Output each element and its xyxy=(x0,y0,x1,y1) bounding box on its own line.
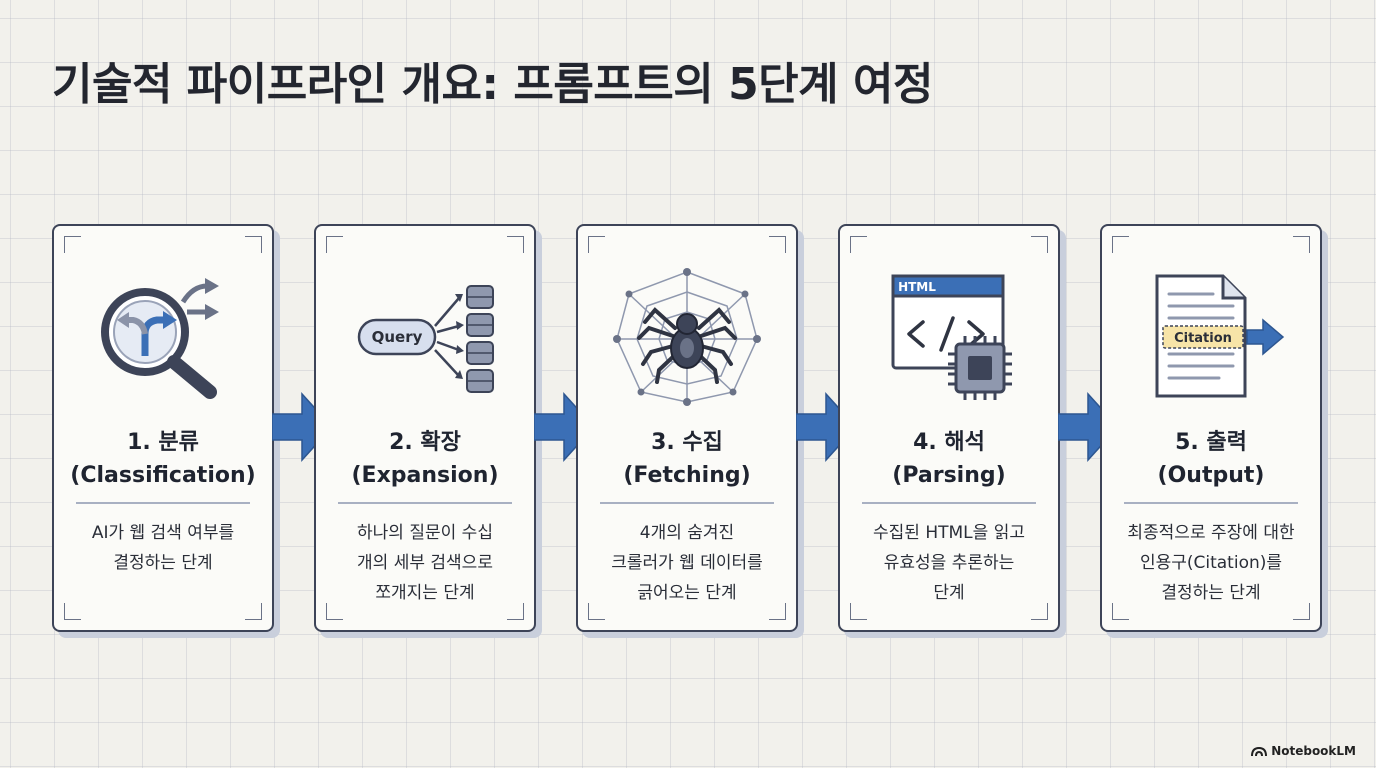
corner-mark xyxy=(64,603,81,620)
step-english-label: (Parsing) xyxy=(892,463,1006,488)
step-english-label: (Expansion) xyxy=(351,463,499,488)
corner-mark xyxy=(769,236,786,253)
corner-mark xyxy=(588,603,605,620)
query-fanout-icon: Query xyxy=(337,264,513,414)
desc-line: 단계 xyxy=(933,583,965,603)
step-number-label: 1. 분류 xyxy=(127,430,199,455)
step-description: 하나의 질문이 수십 개의 세부 검색으로 쪼개지는 단계 xyxy=(330,518,520,608)
desc-line: 4개의 숨겨진 xyxy=(639,523,735,543)
html-label: HTML xyxy=(898,280,936,294)
corner-mark xyxy=(245,236,262,253)
step-card-fetching: 3. 수집 (Fetching) 4개의 숨겨진 크롤러가 웹 데이터를 긁어오… xyxy=(576,224,798,632)
divider xyxy=(76,502,250,504)
corner-mark xyxy=(326,236,343,253)
step-title: 1. 분류 (Classification) xyxy=(54,426,272,492)
step-english-label: (Output) xyxy=(1157,463,1265,488)
brand-watermark: NotebookLM xyxy=(1251,744,1356,758)
query-label: Query xyxy=(372,328,423,346)
desc-line: AI가 웹 검색 여부를 xyxy=(91,523,235,543)
step-description: AI가 웹 검색 여부를 결정하는 단계 xyxy=(68,518,258,578)
corner-mark xyxy=(507,603,524,620)
divider xyxy=(338,502,512,504)
desc-line: 인용구(Citation)를 xyxy=(1139,553,1283,573)
divider xyxy=(600,502,774,504)
corner-mark xyxy=(326,603,343,620)
corner-mark xyxy=(64,236,81,253)
divider xyxy=(1124,502,1298,504)
corner-mark xyxy=(1112,603,1129,620)
corner-mark xyxy=(1031,236,1048,253)
corner-mark xyxy=(850,236,867,253)
step-description: 4개의 숨겨진 크롤러가 웹 데이터를 긁어오는 단계 xyxy=(592,518,782,608)
corner-mark xyxy=(1293,603,1310,620)
step-description: 수집된 HTML을 읽고 유효성을 추론하는 단계 xyxy=(854,518,1044,608)
step-number-label: 4. 해석 xyxy=(913,430,985,455)
desc-line: 최종적으로 주장에 대한 xyxy=(1127,523,1295,543)
corner-mark xyxy=(1031,603,1048,620)
notebooklm-logo-icon xyxy=(1251,746,1268,757)
magnifier-branch-icon xyxy=(75,264,251,414)
step-title: 2. 확장 (Expansion) xyxy=(316,426,534,492)
corner-mark xyxy=(769,603,786,620)
step-number-label: 2. 확장 xyxy=(389,430,461,455)
citation-label: Citation xyxy=(1174,331,1232,346)
corner-mark xyxy=(850,603,867,620)
corner-mark xyxy=(588,236,605,253)
corner-mark xyxy=(507,236,524,253)
desc-line: 유효성을 추론하는 xyxy=(883,553,1015,573)
citation-document-icon: Citation xyxy=(1123,264,1299,414)
step-card-output: Citation 5. 출력 (Output) 최종적으로 주장에 대한 인용구… xyxy=(1100,224,1322,632)
brand-label: NotebookLM xyxy=(1271,744,1356,758)
desc-line: 하나의 질문이 수십 xyxy=(357,523,493,543)
html-chip-icon: HTML xyxy=(861,264,1037,414)
step-title: 3. 수집 (Fetching) xyxy=(578,426,796,492)
step-description: 최종적으로 주장에 대한 인용구(Citation)를 결정하는 단계 xyxy=(1116,518,1306,608)
page-title: 기술적 파이프라인 개요: 프롬프트의 5단계 여정 xyxy=(52,59,933,110)
spider-web-icon xyxy=(599,264,775,414)
desc-line: 크롤러가 웹 데이터를 xyxy=(611,553,763,573)
corner-mark xyxy=(1112,236,1129,253)
desc-line: 긁어오는 단계 xyxy=(637,583,737,603)
step-english-label: (Classification) xyxy=(70,463,256,488)
desc-line: 수집된 HTML을 읽고 xyxy=(873,523,1025,543)
step-number-label: 5. 출력 xyxy=(1175,430,1247,455)
desc-line: 결정하는 단계 xyxy=(1161,583,1261,603)
desc-line: 쪼개지는 단계 xyxy=(375,583,475,603)
corner-mark xyxy=(245,603,262,620)
desc-line: 결정하는 단계 xyxy=(113,553,213,573)
step-title: 5. 출력 (Output) xyxy=(1102,426,1320,492)
desc-line: 개의 세부 검색으로 xyxy=(357,553,493,573)
divider xyxy=(862,502,1036,504)
step-card-expansion: Query 2. 확장 (Expansion) xyxy=(314,224,536,632)
corner-mark xyxy=(1293,236,1310,253)
step-number-label: 3. 수집 xyxy=(651,430,723,455)
step-title: 4. 해석 (Parsing) xyxy=(840,426,1058,492)
step-card-classification: 1. 분류 (Classification) AI가 웹 검색 여부를 결정하는… xyxy=(52,224,274,632)
step-card-parsing: HTML xyxy=(838,224,1060,632)
step-english-label: (Fetching) xyxy=(623,463,751,488)
